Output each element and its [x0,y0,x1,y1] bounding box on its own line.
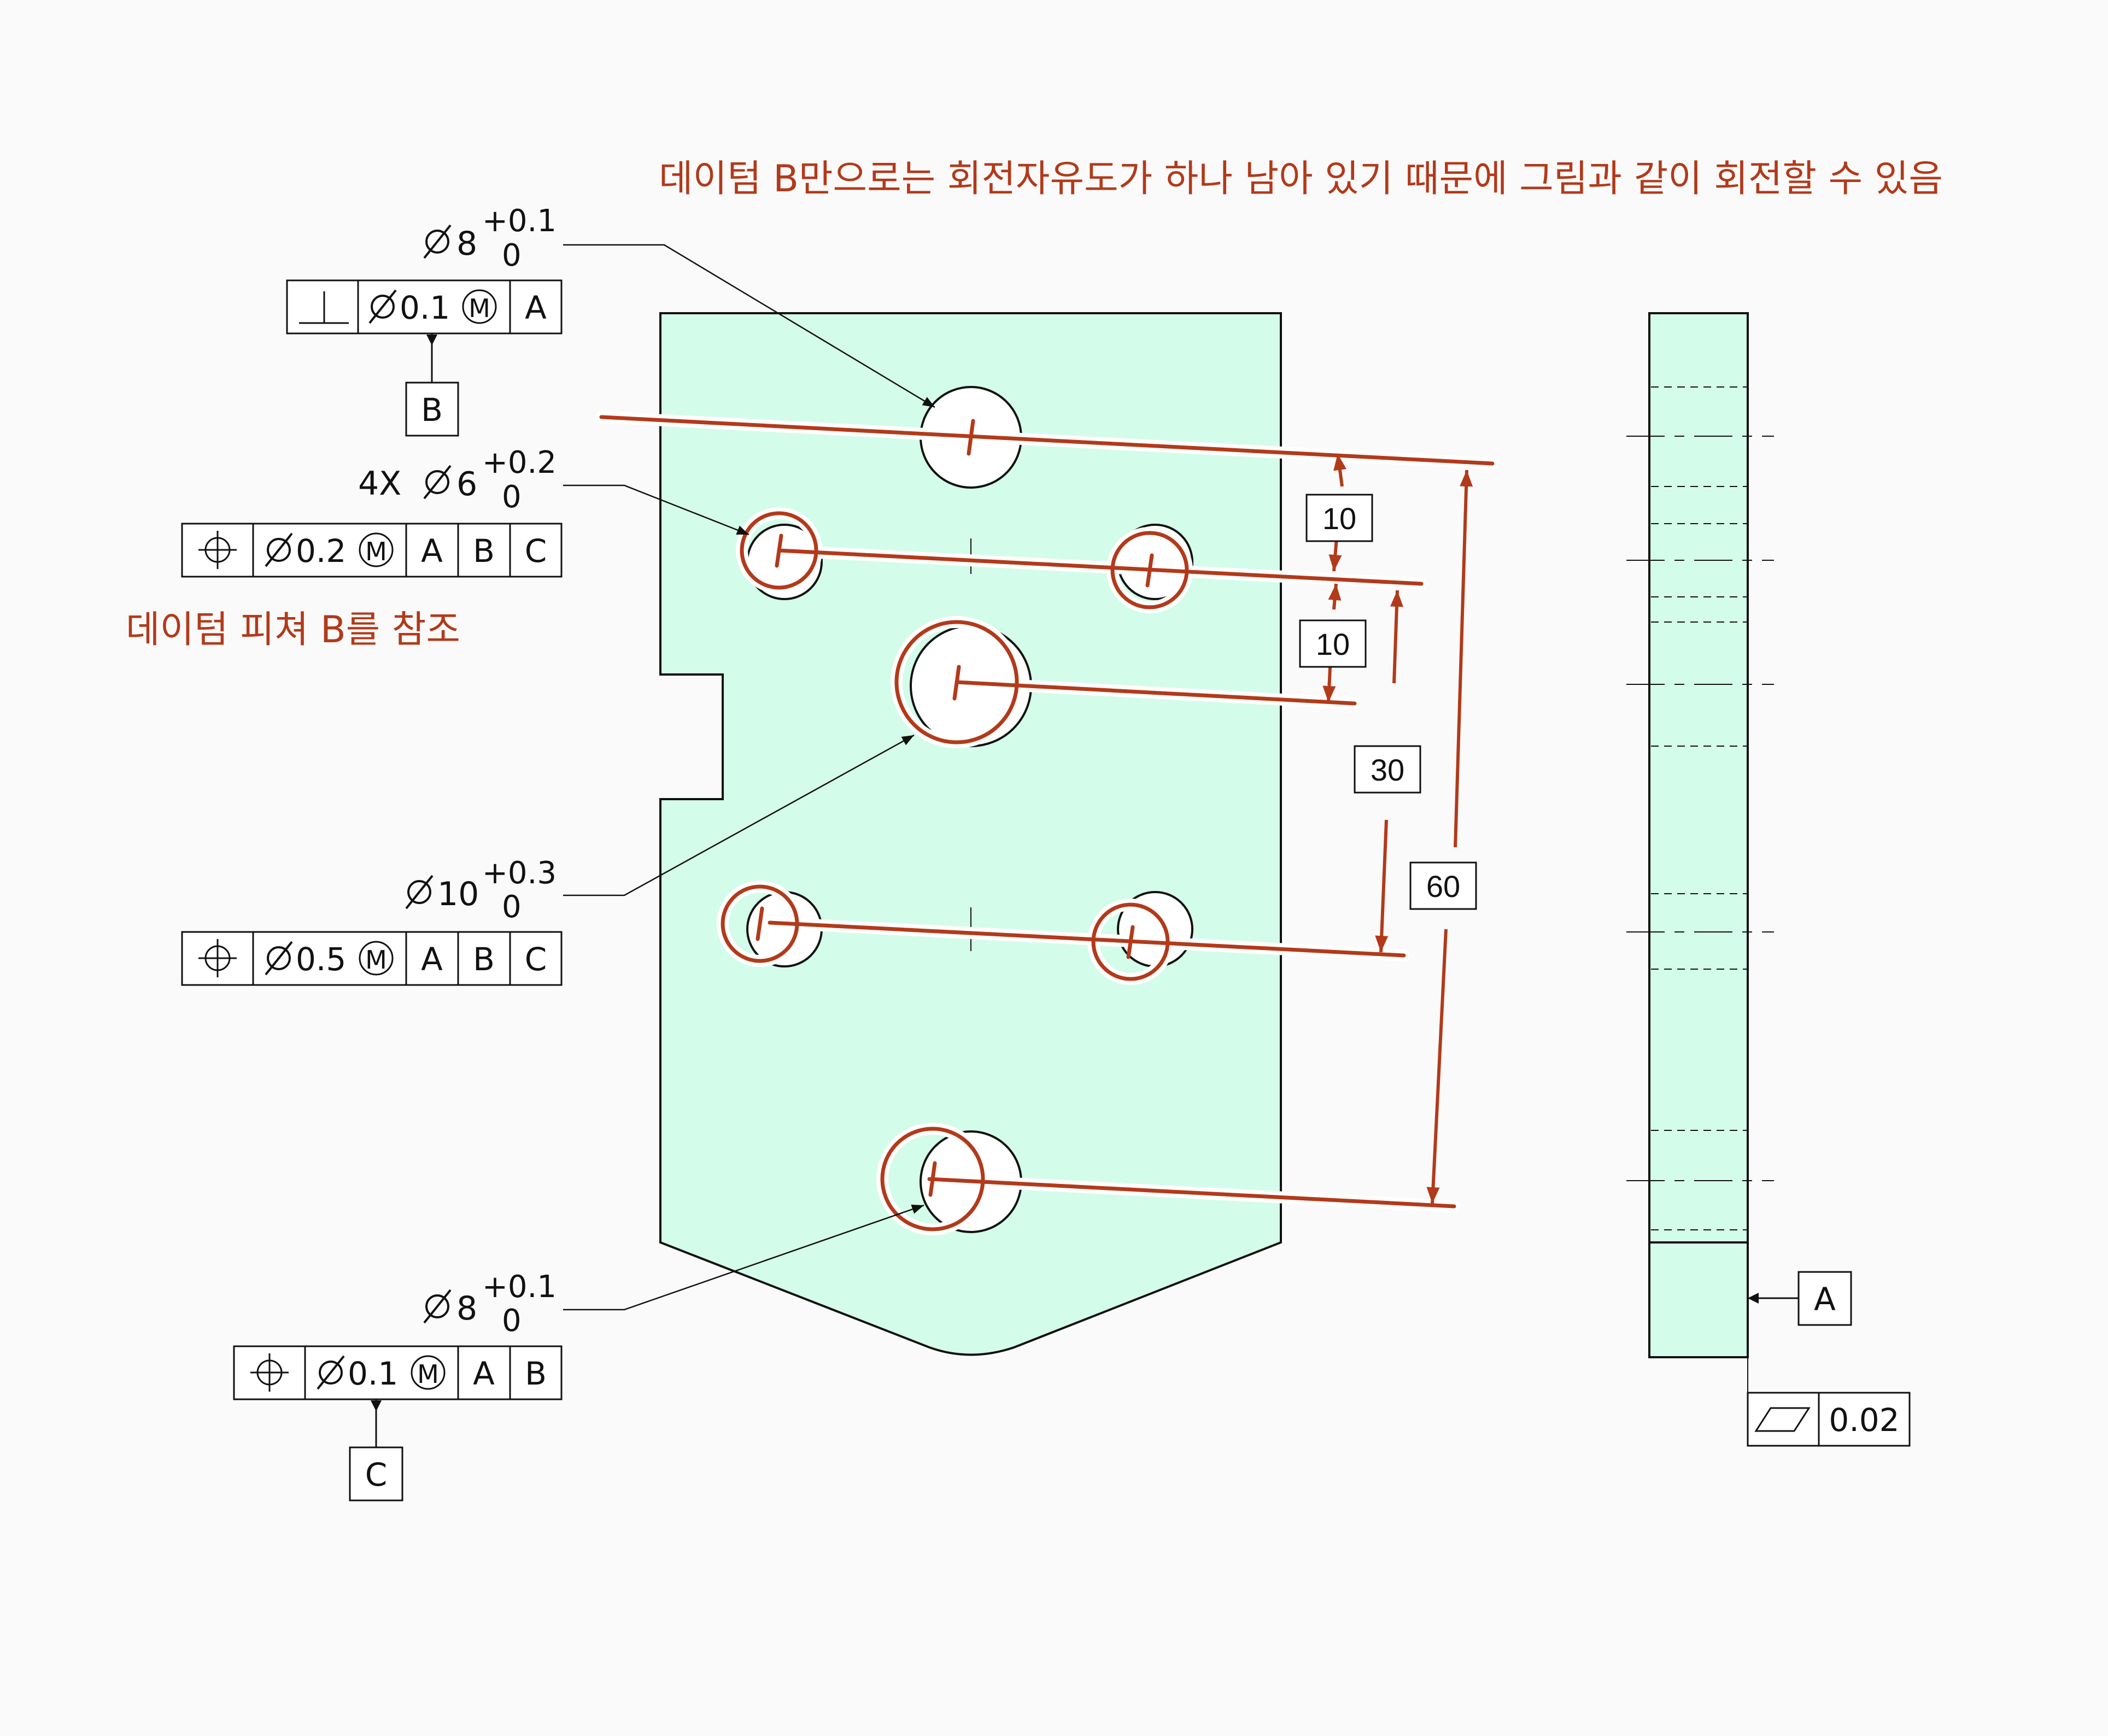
svg-text:10: 10 [1322,501,1356,536]
svg-text:B: B [473,941,495,978]
svg-text:C: C [525,532,547,570]
diameter-icon [423,465,452,500]
svg-text:6: 6 [456,465,477,503]
center-lines [1626,436,1774,1181]
svg-text:M: M [469,294,490,323]
svg-text:B: B [525,1355,547,1392]
fcf-flatness: 0.02 [1747,1392,1911,1447]
svg-text:0: 0 [502,479,522,515]
diameter-icon [423,224,452,259]
dim-10-top: 10 [1305,494,1373,542]
svg-text:B: B [473,532,495,570]
svg-text:0: 0 [502,889,522,925]
svg-text:0.02: 0.02 [1829,1401,1899,1439]
red-dimensions [1322,453,1473,1204]
datum-a-label: A [1797,1271,1852,1326]
svg-text:A: A [525,289,547,326]
svg-text:M: M [365,537,387,566]
diameter-icon [405,875,434,910]
svg-text:M: M [365,945,387,975]
svg-text:+0.2: +0.2 [482,445,557,480]
svg-text:0.1: 0.1 [400,289,450,326]
fcf-perpendicularity: 0.1 M A [286,279,563,335]
position-icon [198,531,237,569]
hole-d-rotated [1091,902,1170,981]
svg-text:C: C [525,941,547,978]
svg-text:A: A [1814,1281,1836,1318]
hole-a-rotated [740,511,818,590]
svg-text:A: A [421,941,443,978]
svg-text:0.1: 0.1 [348,1355,398,1392]
svg-text:0.2: 0.2 [296,532,346,570]
hole-c-rotated [721,884,799,963]
mmc-icon [359,532,394,567]
mmc-icon [359,941,394,976]
diameter-icon [423,1289,452,1324]
svg-text:0: 0 [502,1303,522,1339]
perpendicularity-icon [299,291,349,324]
callout-hole-top: 8 +0.1 0 0.1 M A B [286,203,563,437]
flatness-icon [1754,1407,1811,1432]
svg-text:+0.1: +0.1 [482,1269,557,1305]
svg-text:0: 0 [502,238,522,273]
hole-bottom-rotated [880,1127,985,1231]
svg-text:4X: 4X [358,465,401,503]
svg-text:8: 8 [456,1289,477,1328]
mmc-icon [411,1355,446,1390]
datum-c-label: C [349,1446,403,1502]
svg-text:8: 8 [456,225,477,263]
dim-60: 60 [1409,861,1477,910]
svg-text:C: C [365,1456,388,1493]
datum-b-label: B [405,382,459,437]
svg-text:60: 60 [1426,869,1460,904]
datum-feature-note: 데이텀 피쳐 B를 참조 [126,608,460,652]
fcf-position-hole-bottom: 0.1 M A B [233,1345,563,1400]
part-side-view [1648,312,1749,1358]
rotated-overlay [595,411,1498,1235]
position-icon [198,939,237,977]
dim-10-second: 10 [1299,619,1367,668]
hole-center-rotated [894,620,1019,744]
fcf-position-holes-4x: 0.2 M A B C [181,523,563,578]
svg-text:B: B [421,391,443,429]
svg-text:0.5: 0.5 [296,941,346,978]
callout-holes-4x: 4X 6 +0.2 0 0.2 M A B C [181,445,563,578]
dim-30: 30 [1354,745,1421,794]
rotation-note: 데이텀 B만으로는 회전자유도가 하나 남아 있기 때문에 그림과 같이 회전할… [659,157,1943,201]
svg-text:+0.3: +0.3 [482,855,557,891]
hidden-lines [1651,386,1747,1230]
side-view: A 0.02 [1626,312,1911,1447]
svg-text:30: 30 [1371,753,1404,787]
dimension-labels: 10 10 30 60 [1299,494,1477,910]
svg-text:M: M [417,1359,439,1389]
callout-hole-bottom: 8 +0.1 0 0.1 M A B C [233,1269,563,1502]
hole-b-rotated [1110,531,1189,609]
svg-text:10: 10 [437,875,479,913]
svg-text:A: A [473,1355,495,1392]
svg-text:10: 10 [1316,627,1350,661]
svg-text:A: A [421,532,443,570]
fcf-position-hole-center: 0.5 M A B C [181,931,563,986]
svg-text:+0.1: +0.1 [482,203,557,239]
callout-hole-center: 10 +0.3 0 0.5 M A B C [181,855,563,986]
position-icon [250,1353,289,1392]
mmc-icon [462,289,497,324]
callout-leaders [563,244,935,1311]
